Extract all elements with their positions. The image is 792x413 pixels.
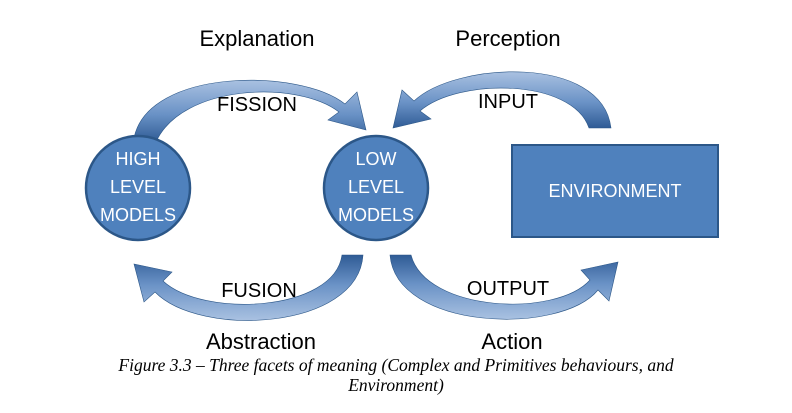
low-level-line-3: MODELS	[338, 205, 414, 225]
fission-arrow-body	[133, 79, 367, 143]
high-level-line-1: HIGH	[116, 149, 161, 169]
abstraction-label: Abstraction	[206, 329, 316, 354]
low-level-models-node: LOW LEVEL MODELS	[322, 134, 430, 242]
fusion-arrow-body	[133, 254, 364, 321]
caption-line-1: Figure 3.3 – Three facets of meaning (Co…	[118, 355, 674, 375]
high-level-line-3: MODELS	[100, 205, 176, 225]
high-level-models-circle	[84, 134, 192, 242]
environment-box	[511, 144, 719, 238]
caption-line-2: Environment)	[348, 375, 444, 395]
high-level-line-2: LEVEL	[110, 177, 166, 197]
action-label: Action	[481, 329, 542, 354]
low-level-line-2: LEVEL	[348, 177, 404, 197]
input-arrow-body	[392, 71, 612, 129]
input-label: INPUT	[478, 91, 538, 113]
low-level-line-1: LOW	[355, 149, 396, 169]
perception-label: Perception	[455, 26, 560, 51]
fission-arrow	[133, 79, 367, 143]
figure-caption: Figure 3.3 – Three facets of meaning (Co…	[20, 355, 772, 395]
high-level-models-node: HIGH LEVEL MODELS	[84, 134, 192, 242]
environment-node: ENVIRONMENT	[511, 144, 719, 238]
fusion-arrow	[133, 254, 364, 321]
low-level-models-circle	[322, 134, 430, 242]
fission-label: FISSION	[217, 94, 297, 116]
environment-label: ENVIRONMENT	[548, 181, 681, 201]
output-arrow	[389, 254, 619, 320]
input-arrow	[392, 71, 612, 129]
fusion-label: FUSION	[221, 280, 297, 302]
output-label: OUTPUT	[467, 278, 549, 300]
output-arrow-body	[389, 254, 619, 320]
explanation-label: Explanation	[200, 26, 315, 51]
